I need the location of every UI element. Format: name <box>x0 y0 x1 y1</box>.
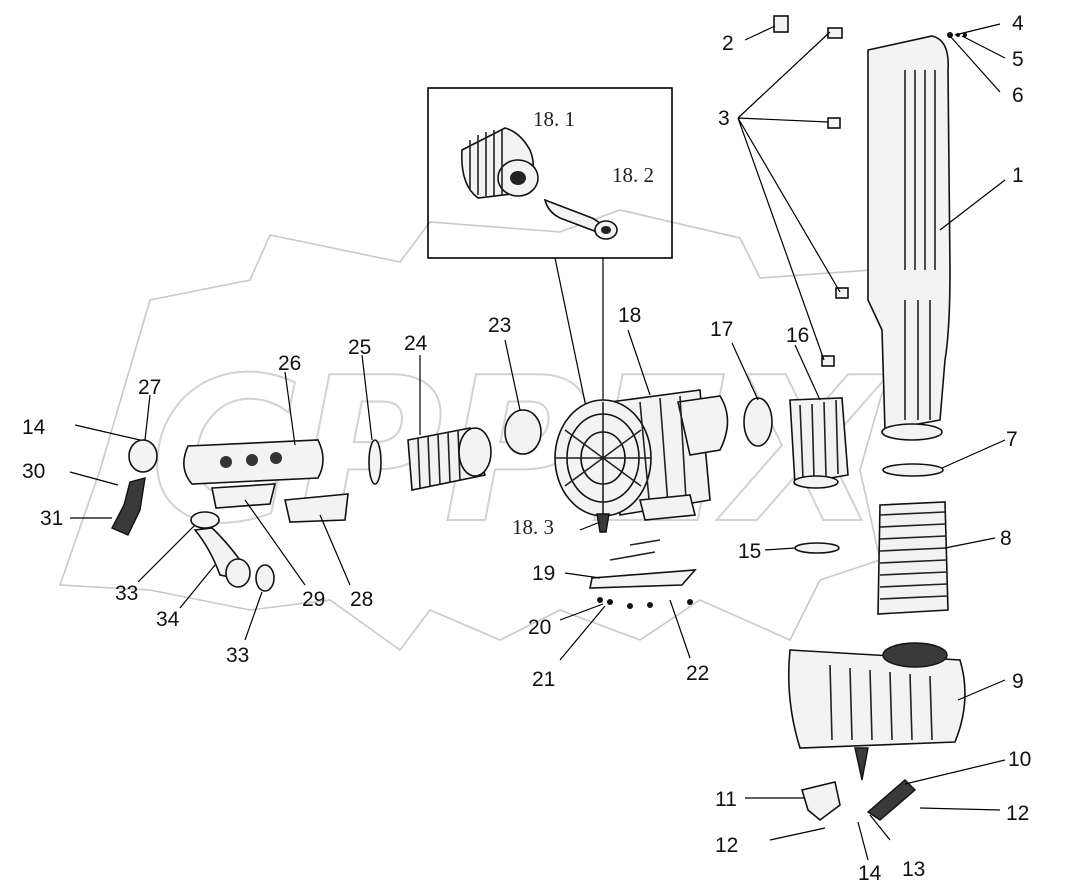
callout-2: 2 <box>722 32 734 55</box>
mounting-hardware <box>773 15 967 367</box>
safety-filter-element <box>543 198 618 240</box>
heat-shield-28 <box>284 493 349 523</box>
callout-15: 15 <box>738 540 761 563</box>
hose-clamp-23 <box>504 409 542 455</box>
callout-6: 6 <box>1012 84 1024 107</box>
callout-28: 28 <box>350 588 373 611</box>
callout-34: 34 <box>156 608 180 631</box>
gasket-7 <box>882 463 944 477</box>
filter-mounting-bracket <box>589 539 697 609</box>
gasket-15 <box>794 542 840 554</box>
callout-20: 20 <box>528 616 551 639</box>
callout-3: 3 <box>718 107 730 130</box>
callout-labels: 1 2 3 4 5 6 7 8 9 10 11 12 12 13 14 14 1… <box>22 12 1031 885</box>
main-filter-element <box>461 127 539 199</box>
callout-12-right: 12 <box>1006 802 1029 825</box>
intake-cap-16 <box>789 397 849 489</box>
callout-9: 9 <box>1012 670 1024 693</box>
callout-5: 5 <box>1012 48 1024 71</box>
callout-10: 10 <box>1008 748 1031 771</box>
bellows-hose-24 <box>407 427 492 491</box>
pre-cleaner-9 <box>787 642 966 781</box>
callout-23: 23 <box>488 314 511 337</box>
hose-clamp-27 <box>128 439 158 473</box>
callout-27: 27 <box>138 376 161 399</box>
callout-31: 31 <box>40 507 63 530</box>
leader-lines <box>69 23 1006 861</box>
callout-4: 4 <box>1012 12 1024 35</box>
callout-13: 13 <box>902 858 925 881</box>
intake-pipe-26 <box>183 439 324 485</box>
support-bracket-30 <box>111 477 146 536</box>
callout-30: 30 <box>22 460 45 483</box>
callout-33-left: 33 <box>115 582 138 605</box>
bracket-13 <box>866 779 917 821</box>
filter-element-inset-box <box>427 87 673 259</box>
callout-22: 22 <box>686 662 709 685</box>
bellows-8 <box>877 501 949 615</box>
bracket-11 <box>800 781 841 822</box>
callout-14-bottom: 14 <box>858 862 882 885</box>
hose-clamp-33 <box>255 564 275 592</box>
callout-8: 8 <box>1000 527 1012 550</box>
callout-19: 19 <box>532 562 555 585</box>
callout-14-left: 14 <box>22 416 46 439</box>
callout-24: 24 <box>404 332 428 355</box>
watermark: CPPEX <box>58 209 911 652</box>
callout-26: 26 <box>278 352 301 375</box>
elbow-hose-34 <box>190 511 251 588</box>
callout-18-2: 18. 2 <box>612 163 654 187</box>
callout-11: 11 <box>715 788 737 811</box>
callout-18-1: 18. 1 <box>533 107 575 131</box>
callout-18-3: 18. 3 <box>512 515 554 539</box>
callout-18: 18 <box>618 304 641 327</box>
callout-25: 25 <box>348 336 371 359</box>
clamp-ring-25 <box>368 439 382 485</box>
callout-1: 1 <box>1012 164 1024 187</box>
callout-21: 21 <box>532 668 555 691</box>
callout-17: 17 <box>710 318 733 341</box>
callout-33-bottom: 33 <box>226 644 249 667</box>
callout-16: 16 <box>786 324 809 347</box>
hose-clamp-17 <box>743 397 773 447</box>
callout-12-left: 12 <box>715 834 738 857</box>
air-filter-housing <box>554 389 729 533</box>
snorkel-pipe-1 <box>867 35 951 441</box>
callout-29: 29 <box>302 588 325 611</box>
callout-7: 7 <box>1006 428 1018 451</box>
heat-shield-29 <box>211 483 277 509</box>
